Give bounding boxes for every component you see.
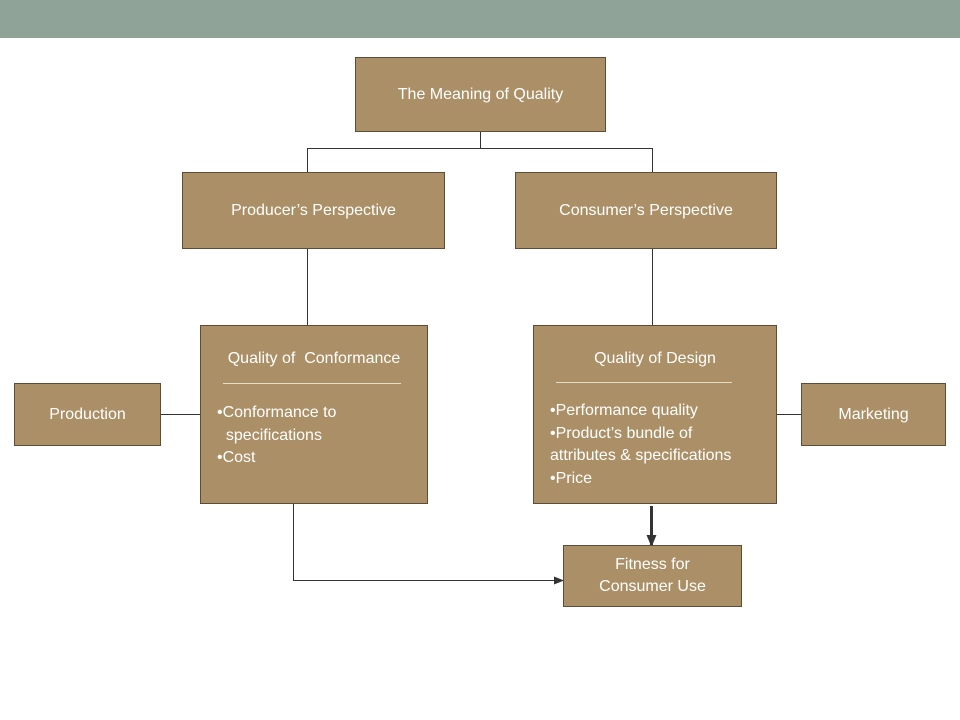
top-banner [0,0,960,38]
quality-of-design-divider [556,382,732,383]
consumers-perspective-label: Consumer’s Perspective [559,201,733,219]
quality-of-conformance-box: Quality of Conformance •Conformance to s… [200,325,428,504]
fitness-label-line-1: Fitness for [615,556,690,573]
fitness-label-line-2: Consumer Use [599,578,706,595]
quality-of-conformance-heading: Quality of Conformance [227,350,401,367]
quality-of-design-box: Quality of Design •Performance quality •… [533,325,777,504]
list-item: specifications [217,426,322,444]
fitness-for-consumer-use-box: Fitness for Consumer Use [563,545,742,607]
list-item: attributes & specifications [550,447,732,464]
list-item: •Performance quality [550,402,698,419]
quality-of-conformance-bullets: •Conformance to specifications •Cost [217,402,336,470]
consumers-perspective-box: Consumer’s Perspective [515,172,777,249]
meaning-of-quality-box: The Meaning of Quality [355,57,606,132]
list-item: •Cost [217,449,256,466]
conformance-to-fitness-arrow [293,503,564,585]
list-item: •Conformance to [217,404,337,421]
producers-perspective-box: Producer’s Perspective [182,172,445,249]
quality-of-design-heading: Quality of Design [594,350,716,367]
production-label: Production [49,405,126,423]
meaning-of-quality-label: The Meaning of Quality [397,85,564,103]
list-item: •Price [550,469,593,487]
marketing-label: Marketing [838,405,909,423]
production-box: Production [14,383,161,446]
quality-of-design-bullets: •Performance quality •Product’s bundle o… [550,400,731,490]
list-item: •Product’s bundle of [550,424,693,442]
marketing-box: Marketing [801,383,946,446]
quality-of-conformance-divider [223,383,401,384]
producers-perspective-label: Producer’s Perspective [231,201,396,219]
